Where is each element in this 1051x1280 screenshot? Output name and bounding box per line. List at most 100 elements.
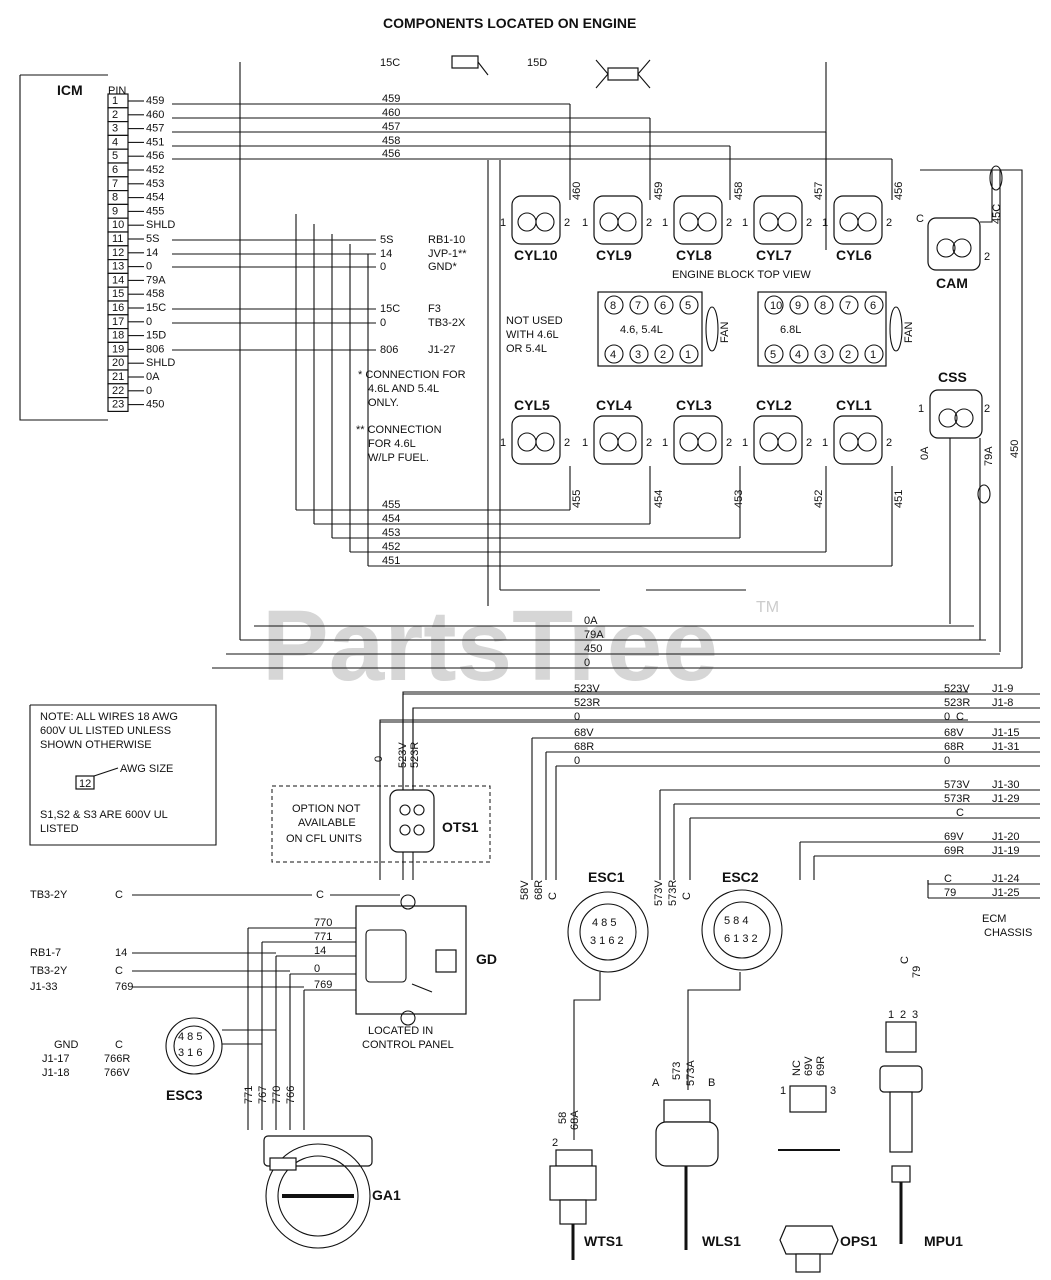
right-conn-dest: GND* [428,261,457,273]
block-cyl-bottom: 3 [635,349,641,361]
esc1-label: ESC1 [588,869,625,885]
bus-wire-label: 454 [382,513,400,525]
top-label-15d: 15D [527,57,547,69]
notes: * CONNECTION FOR 4.6L AND 5.4L ONLY. ** … [356,315,563,464]
block-cyl-bottom: 4 [795,349,801,361]
svg-text:2: 2 [886,217,892,229]
harness-wire-label: 523V [574,683,600,695]
awg-tag: 12 [79,778,91,790]
return-wire-label: 0A [584,615,598,627]
svg-text:1: 1 [742,437,748,449]
cylinder-wire: 457 [813,182,825,200]
splice-symbol [607,67,639,81]
svg-text:2: 2 [806,217,812,229]
left-conn-src: RB1-7 [30,947,61,959]
note-line2: 600V UL LISTED UNLESS [40,725,171,737]
not-used-2: WITH 4.6L [506,329,559,341]
left-conn-src: J1-33 [30,981,58,993]
harness-dest-label: J1-29 [992,793,1020,805]
ga1-lead-label: 766 [285,1086,297,1104]
left-conn-wire: 14 [115,947,127,959]
top-connectors: 15C 15D [239,55,827,640]
top-wire-label: 460 [382,107,400,119]
ops1-sensor: NC 69V 69R 1 3 OPS1 [778,1056,878,1273]
right-conn-dest: TB3-2X [428,317,466,329]
harness-dest-label: J1-9 [992,683,1013,695]
css-label: CSS [938,369,967,385]
block-cyl-bottom: 5 [770,349,776,361]
ecm-chassis-2: CHASSIS [984,927,1032,939]
svg-text:2: 2 [564,437,570,449]
return-wire-label: 0 [584,657,590,669]
gd-wire-label: 769 [314,979,332,991]
block-cyl-top: 8 [610,300,616,312]
engine-block-label: ENGINE BLOCK TOP VIEW [672,269,811,281]
svg-text:ON CFL UNITS: ON CFL UNITS [286,833,362,845]
icm-pin-wire: 0A [146,371,160,383]
block-cyl-bottom: 2 [660,349,666,361]
harness-wire-label: 68R [944,741,964,753]
svg-text:1: 1 [742,217,748,229]
wts1-label: WTS1 [584,1233,623,1249]
cylinder-label: CYL9 [596,247,632,263]
mpu1-label: MPU1 [924,1233,963,1249]
svg-text:573R: 573R [667,880,679,906]
harness-wire-label: 0 [944,711,950,723]
svg-text:58V: 58V [519,880,531,900]
icm-pin-number: 15 [112,288,124,300]
icm-pin-wire: 454 [146,192,164,204]
svg-text:5 8 4: 5 8 4 [724,915,748,927]
block-cyl-top: 8 [820,300,826,312]
icm-pin-wire: 0 [146,316,152,328]
icm-pin-wire: 456 [146,150,164,162]
svg-text:573: 573 [671,1062,683,1080]
cylinder-label: CYL6 [836,247,872,263]
watermark-tm: TM [756,599,779,616]
block-cyl-bottom: 1 [870,349,876,361]
cylinder-label: CYL5 [514,397,550,413]
cylinder-label: CYL2 [756,397,792,413]
cylinder-wire: 451 [893,490,905,508]
svg-text:766V: 766V [104,1067,130,1079]
diagram-title: COMPONENTS LOCATED ON ENGINE [383,15,636,31]
ots1-label: OTS1 [442,819,479,835]
wts1-sensor: 2 58 68A WTS1 [549,972,623,1260]
block-cyl-top: 6 [660,300,666,312]
gd-wire-label: 14 [314,945,326,957]
block-fan: FAN [903,322,915,343]
icm-pin-number: 14 [112,274,124,286]
cylinder-label: CYL3 [676,397,712,413]
svg-text:69V: 69V [803,1056,815,1076]
top-label-15c: 15C [380,57,400,69]
top-wire-label: 459 [382,93,400,105]
right-conn-dest: J1-27 [428,344,456,356]
left-conn-wire: C [115,889,123,901]
svg-text:523R: 523R [409,742,421,768]
harness-dest-label: C [956,711,964,723]
svg-text:573A: 573A [685,1060,697,1086]
svg-text:58: 58 [557,1112,569,1124]
not-used-1: NOT USED [506,315,563,327]
cylinder-wire: 458 [733,182,745,200]
not-used-3: OR 5.4L [506,343,547,355]
svg-text:2: 2 [886,437,892,449]
block-cyl-bottom: 2 [845,349,851,361]
note-dstar-2: FOR 4.6L [368,438,416,450]
cam-wire: 45C [991,204,1003,224]
right-conn-dest: RB1-10 [428,234,465,246]
harness-wire-label: 523V [944,683,970,695]
right-conn-wire: 15C [380,303,400,315]
ga1-lead-label: 770 [271,1086,283,1104]
icm-pin-wire: 451 [146,136,164,148]
svg-text:J1-18: J1-18 [42,1067,70,1079]
css-sensor: CSS 1 2 0A 79A 450 [918,369,1021,640]
